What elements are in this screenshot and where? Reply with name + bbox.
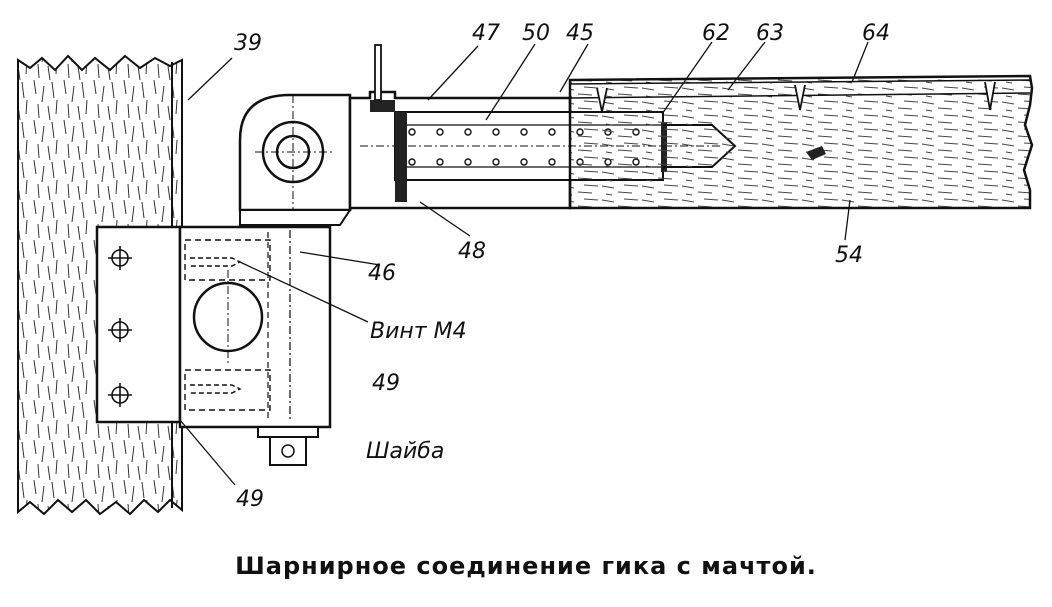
label-46: 46 <box>368 261 396 286</box>
screw-hole-1 <box>108 246 132 270</box>
label-washer: Шайба <box>366 439 444 464</box>
bracket-block <box>178 225 332 466</box>
label-49-lower: 49 <box>236 487 264 512</box>
label-48: 48 <box>458 239 486 264</box>
label-49: 49 <box>372 371 400 396</box>
label-64: 64 <box>862 21 890 46</box>
label-63: 63 <box>756 21 784 46</box>
label-screw: Винт М4 <box>370 319 467 344</box>
part-labels: 39 47 50 45 62 63 64 48 46 Винт М4 49 Ша… <box>234 21 890 512</box>
screw-hole-3 <box>108 383 132 407</box>
leader-lines <box>179 41 869 486</box>
label-54: 54 <box>835 243 863 268</box>
figure-caption: Шарнирное соединение гика с мачтой. <box>235 552 817 580</box>
screw-hole-2 <box>108 318 132 342</box>
hinge-knuckle <box>238 93 352 226</box>
label-62: 62 <box>702 21 730 46</box>
label-50: 50 <box>522 21 550 46</box>
label-45: 45 <box>566 21 594 46</box>
label-39: 39 <box>234 31 262 56</box>
mounting-plate <box>95 225 182 424</box>
boom <box>568 74 1034 210</box>
label-47: 47 <box>472 21 500 46</box>
